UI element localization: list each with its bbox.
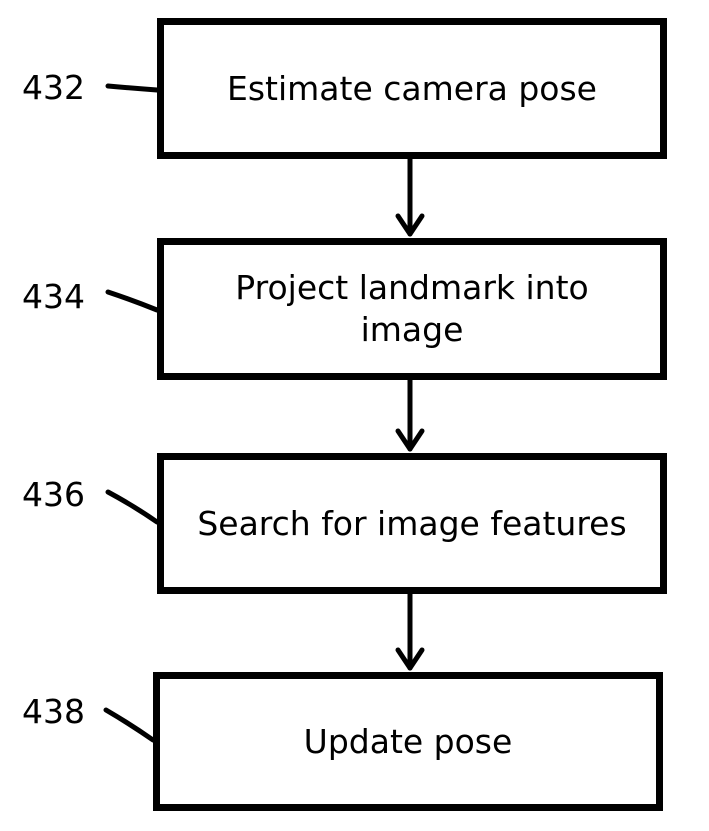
reference-numeral-step-2: 434 bbox=[22, 277, 85, 316]
step-label: Search for image features bbox=[197, 503, 627, 543]
arrow-step-2-to-3 bbox=[395, 377, 425, 452]
arrow-step-1-to-2 bbox=[395, 156, 425, 237]
leader-line-434 bbox=[105, 289, 160, 313]
reference-numeral-step-4: 438 bbox=[22, 692, 85, 731]
leader-line-432 bbox=[105, 83, 160, 93]
arrow-step-3-to-4 bbox=[395, 591, 425, 671]
step-label: Update pose bbox=[303, 721, 513, 761]
reference-numeral-step-1: 432 bbox=[22, 68, 85, 107]
step-label: Project landmark into image bbox=[235, 268, 589, 349]
step-box-estimate-camera-pose: Estimate camera pose bbox=[157, 18, 667, 159]
step-box-project-landmark: Project landmark into image bbox=[157, 238, 667, 380]
step-box-search-image-features: Search for image features bbox=[157, 453, 667, 594]
step-box-update-pose: Update pose bbox=[153, 672, 663, 811]
step-label: Estimate camera pose bbox=[227, 68, 597, 108]
leader-line-438 bbox=[103, 707, 156, 743]
leader-line-436 bbox=[105, 489, 160, 525]
reference-numeral-step-3: 436 bbox=[22, 475, 85, 514]
